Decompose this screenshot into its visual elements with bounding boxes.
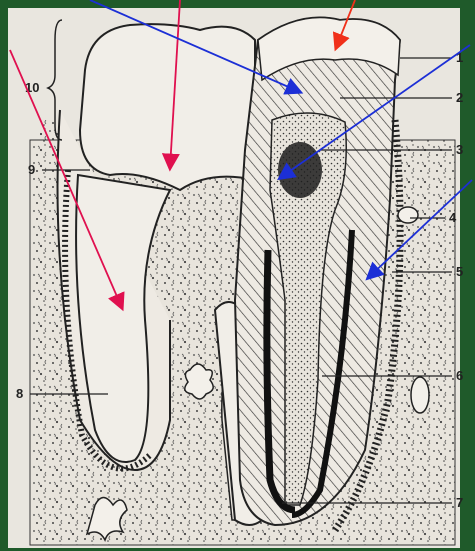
crown: [80, 24, 255, 190]
label-6: 6: [456, 368, 463, 383]
label-2: 2: [456, 90, 463, 105]
label-9: 9: [28, 162, 35, 177]
label-4: 4: [449, 210, 457, 225]
label-8: 8: [16, 386, 23, 401]
label-7: 7: [456, 495, 463, 510]
pulp-dark-core: [278, 142, 322, 198]
label-3: 3: [456, 142, 463, 157]
label-5: 5: [456, 264, 463, 279]
